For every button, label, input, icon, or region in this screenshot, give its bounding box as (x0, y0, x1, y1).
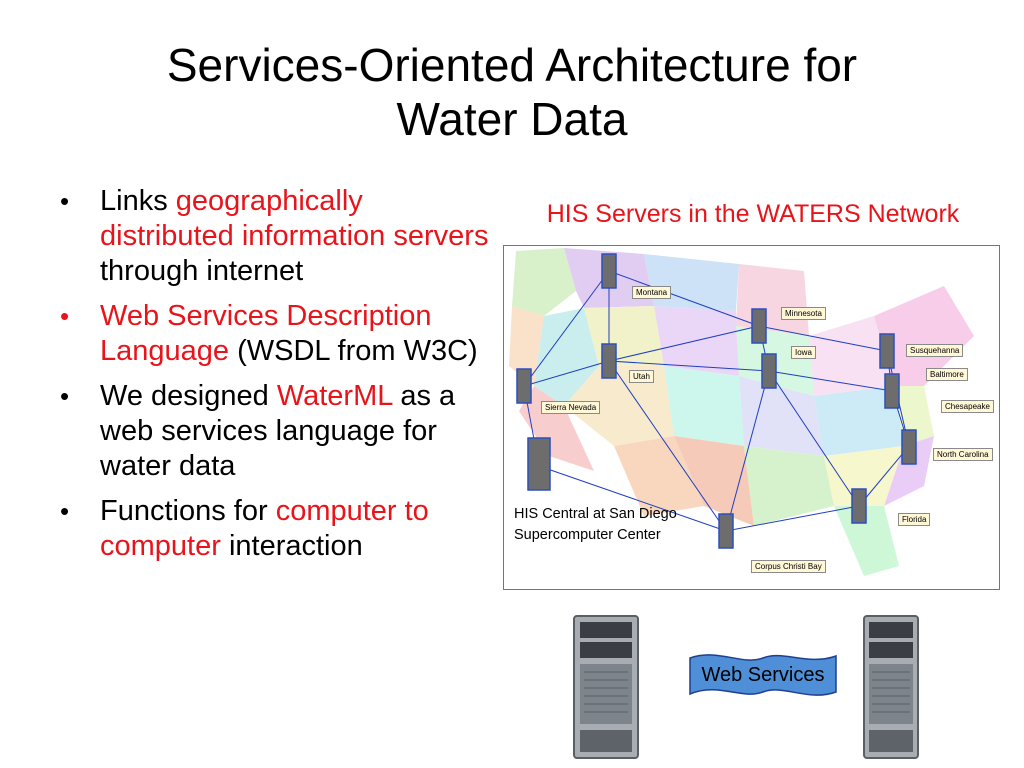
site-label-north-carolina: North Carolina (933, 448, 993, 461)
bullet-item: • Links geographically distributed inform… (58, 184, 498, 289)
bullet-item: • We designed WaterML as a web services l… (58, 379, 498, 484)
bullet-text: (WSDL from W3C) (229, 335, 478, 367)
bullet-text: We designed (100, 380, 277, 412)
wave-banner-icon (689, 654, 837, 696)
site-label-florida: Florida (898, 513, 931, 526)
bullet-text: WaterML (276, 380, 393, 412)
slide-title: Services-Oriented Architecture for Water… (60, 38, 964, 146)
bullet-dot-icon: • (60, 186, 70, 216)
bullet-text: Links (100, 185, 176, 217)
title-line-2: Water Data (396, 93, 628, 145)
bullet-text: computer to computer (100, 495, 429, 562)
server-tower-icon (573, 615, 639, 759)
bullet-dot-icon: • (60, 496, 70, 526)
site-label-susquehanna: Susquehanna (906, 344, 964, 357)
site-label-montana: Montana (632, 286, 672, 299)
bullet-list: • Links geographically distributed inform… (58, 184, 498, 574)
bullet-text: interaction (220, 530, 363, 562)
site-label-baltimore: Baltimore (926, 368, 968, 381)
his-central-note: HIS Central at San Diego Supercomputer C… (514, 506, 677, 543)
site-label-corpus-christi-bay: Corpus Christi Bay (751, 560, 826, 573)
site-label-sierra-nevada: Sierra Nevada (541, 401, 601, 414)
map-caption: HIS Servers in the WATERS Network (546, 200, 960, 228)
bullet-item: • Functions for computer to computer inte… (58, 494, 498, 564)
bullet-dot-icon: • (60, 301, 70, 331)
site-label-utah: Utah (629, 370, 654, 383)
bullet-text: through internet (100, 255, 304, 287)
bullet-text: Functions for (100, 495, 276, 527)
bullet-text: geographically distributed information s… (100, 185, 489, 252)
bullet-text: as a web services language for water dat… (100, 380, 456, 482)
bullet-item: • Web Services Description Language (WSDL… (58, 299, 498, 369)
title-line-1: Services-Oriented Architecture for (166, 39, 858, 91)
his-network-map: Montana Minnesota Iowa Utah Sierra Nevad… (503, 245, 1000, 590)
site-label-minnesota: Minnesota (781, 307, 826, 320)
site-label-chesapeake: Chesapeake (941, 400, 994, 413)
bullet-dot-icon: • (60, 381, 70, 411)
web-services-banner: Web Services (688, 652, 838, 700)
site-label-iowa: Iowa (791, 346, 816, 359)
bullet-text: Web Services Description Language (100, 300, 432, 367)
web-services-label: Web Services (701, 664, 825, 686)
server-tower-icon (863, 615, 919, 759)
us-map-graphic (509, 248, 974, 576)
